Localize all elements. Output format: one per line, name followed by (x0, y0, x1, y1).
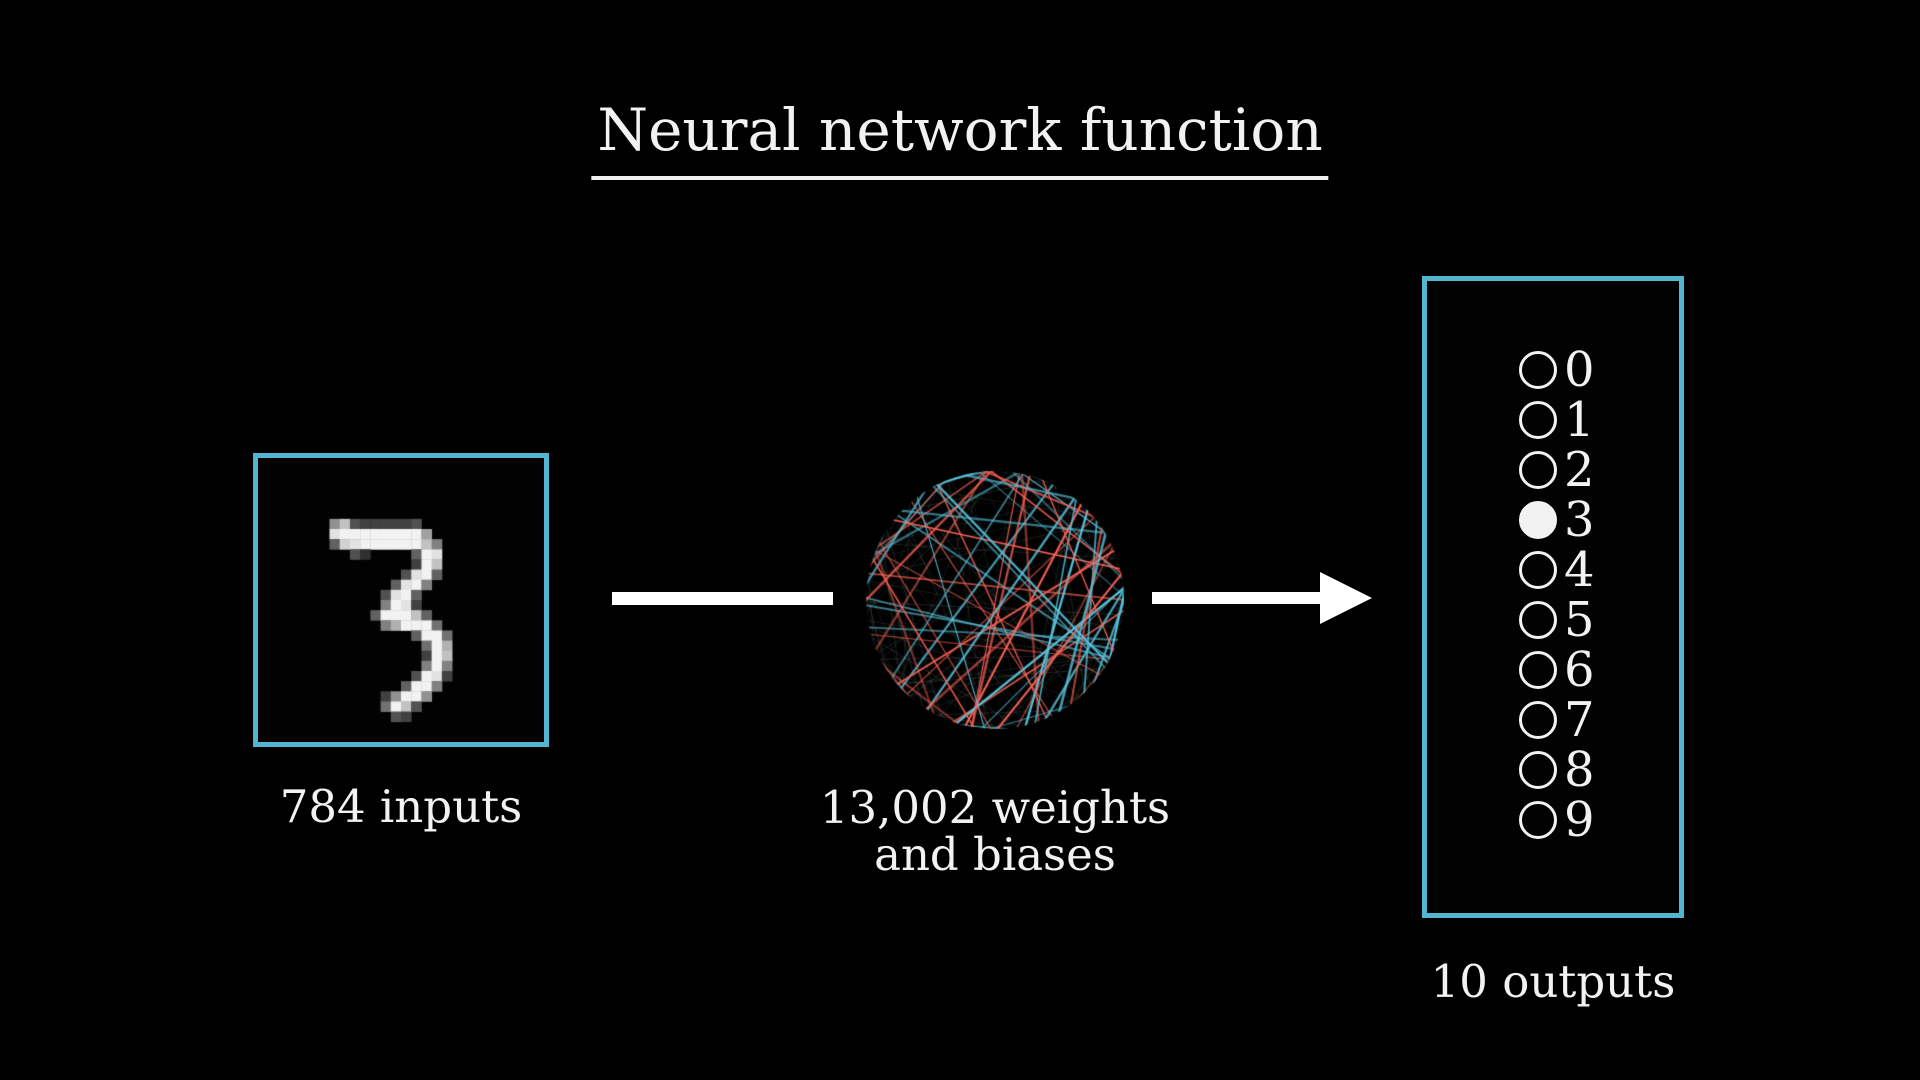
network-caption: 13,002 weights and biases (810, 784, 1180, 879)
output-circle-5 (1519, 601, 1557, 639)
output-circle-2 (1519, 451, 1557, 489)
output-digit-label-9: 9 (1564, 792, 1595, 848)
network-caption-line2: and biases (874, 828, 1116, 882)
output-item-0: 0 (1427, 345, 1679, 395)
output-circle-0 (1519, 351, 1557, 389)
input-image-panel (253, 453, 549, 747)
output-item-9: 9 (1427, 795, 1679, 845)
output-digit-label-2: 2 (1564, 442, 1595, 498)
arrow-input-to-network (612, 592, 833, 605)
output-item-5: 5 (1427, 595, 1679, 645)
output-circle-7 (1519, 701, 1557, 739)
output-digit-label-1: 1 (1564, 392, 1595, 448)
arrow-shaft (1152, 592, 1326, 604)
output-item-4: 4 (1427, 545, 1679, 595)
output-item-7: 7 (1427, 695, 1679, 745)
output-digit-label-7: 7 (1564, 692, 1595, 748)
page-title: Neural network function (591, 96, 1329, 180)
output-digit-label-6: 6 (1564, 642, 1595, 698)
output-item-1: 1 (1427, 395, 1679, 445)
output-circle-8 (1519, 751, 1557, 789)
output-item-8: 8 (1427, 745, 1679, 795)
output-circle-9 (1519, 801, 1557, 839)
mnist-digit-canvas (258, 458, 544, 742)
arrow-head-icon (1320, 572, 1372, 624)
output-digit-label-4: 4 (1564, 542, 1595, 598)
output-digit-label-3: 3 (1564, 492, 1595, 548)
network-caption-line1: 13,002 weights (819, 781, 1171, 834)
output-circle-1 (1519, 401, 1557, 439)
output-item-3: 3 (1427, 495, 1679, 545)
output-item-6: 6 (1427, 645, 1679, 695)
weights-ball-canvas (865, 470, 1125, 730)
output-caption: 10 outputs (1430, 955, 1676, 1008)
input-caption: 784 inputs (279, 780, 523, 833)
output-digit-label-0: 0 (1564, 342, 1595, 398)
output-circle-6 (1519, 651, 1557, 689)
output-digit-label-5: 5 (1564, 592, 1595, 648)
output-circle-3 (1519, 501, 1557, 539)
output-circle-4 (1519, 551, 1557, 589)
output-item-2: 2 (1427, 445, 1679, 495)
arrow-network-to-output (1152, 572, 1372, 624)
output-digit-label-8: 8 (1564, 742, 1595, 798)
